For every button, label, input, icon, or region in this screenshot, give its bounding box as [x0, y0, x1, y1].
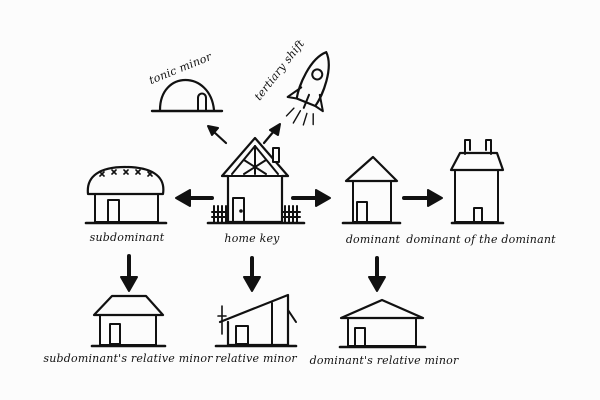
arrow-to-tonic-minor-icon	[207, 125, 228, 145]
dominant-of-dominant-label: dominant of the dominant	[406, 233, 556, 246]
arrow-to-dominant-icon	[291, 189, 331, 207]
arrow-to-dominant-relative-minor-icon	[368, 256, 386, 292]
dominant-house-icon	[341, 155, 402, 225]
subdominant-house-icon	[84, 165, 168, 225]
home-key-house-icon	[206, 136, 306, 225]
tonic-minor-igloo-icon	[150, 78, 224, 113]
arrow-to-tertiary-shift-icon	[262, 123, 281, 145]
arrow-to-subdominant-relative-minor-icon	[120, 254, 138, 292]
home-key-label: home key	[224, 232, 280, 245]
tertiary-shift-rocket-icon	[285, 51, 330, 126]
subdominant-relative-minor-label: subdominant's relative minor	[43, 352, 213, 365]
relative-minor-house-icon	[214, 293, 298, 348]
dominant-relative-minor-label: dominant's relative minor	[309, 354, 459, 367]
dominant-label: dominant	[345, 233, 401, 246]
relative-minor-label: relative minor	[215, 352, 297, 365]
dominant-of-dominant-house-icon	[449, 139, 505, 225]
arrow-to-dominant-of-dominant-icon	[402, 189, 443, 207]
subdominant-relative-minor-house-icon	[90, 294, 167, 348]
arrow-to-relative-minor-icon	[243, 256, 261, 292]
subdominant-label: subdominant	[89, 231, 165, 244]
arrow-to-subdominant-icon	[175, 189, 214, 207]
dominant-relative-minor-house-icon	[338, 298, 427, 349]
